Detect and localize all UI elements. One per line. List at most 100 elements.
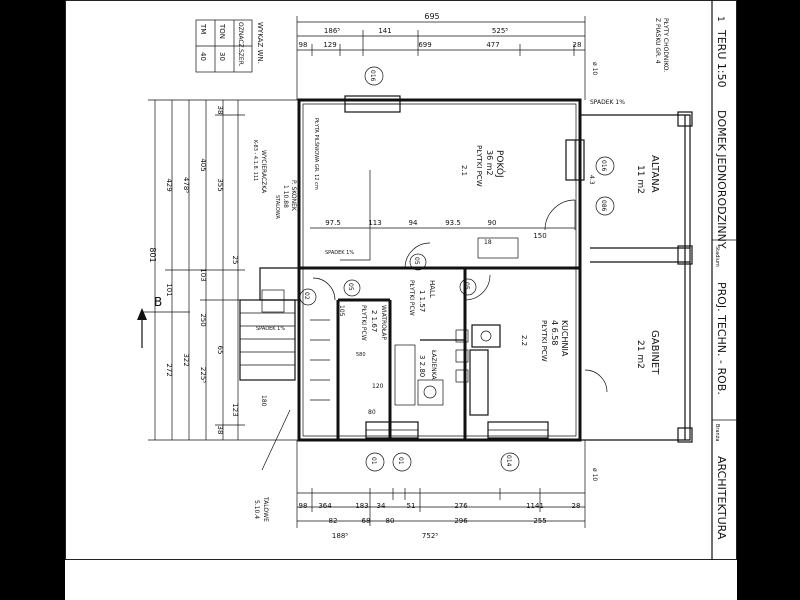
tag-5: 05 (347, 283, 354, 291)
note-plyta-pilsniowa: PŁYTA PILŚNIOWA GR. 12 cm (313, 118, 320, 190)
room-pokoj-name: POKÓJ (494, 150, 506, 178)
dim-bot1-f: 276 (454, 502, 468, 510)
dim-bot2-c: 80 (386, 517, 395, 525)
room-hall-area: 1 1.57 (418, 290, 426, 312)
dim-bot2-a: 82 (329, 517, 338, 525)
tags: 016 016 086 05 05 05 02 01 01 014 4.3 ø … (299, 62, 615, 481)
dim-left3-b: 322 (182, 353, 190, 366)
dim-top3-b: 129 (323, 41, 336, 49)
room-kuchnia-name: KUCHNIA (560, 320, 569, 357)
dim-inner-f: 150 (533, 232, 546, 240)
room-kuchnia-area: 4 6.58 (550, 320, 559, 345)
note-d105: 105 (338, 305, 345, 317)
room-hall-name: HALL (428, 280, 436, 298)
room-pokoj-floor: PŁYTKI PCW (475, 145, 483, 187)
dim-left2-a: 429 (165, 178, 173, 191)
note-p-skonek-3: STALOWA (274, 195, 280, 219)
dim-top3-e: 28 (573, 41, 582, 49)
dim-inner-a: 97.5 (325, 219, 341, 227)
titleblock-scale: TERU 1:50 (715, 29, 728, 88)
room-gabinet-area: 21 m2 (635, 340, 645, 369)
titleblock-proj: PROJ. TECHN. - ROB. (715, 282, 728, 395)
tag-3: 086 (600, 200, 607, 212)
room-pokoj-area: 36 m2 (485, 150, 494, 176)
doors (312, 199, 608, 393)
dim-top3-c: 699 (418, 41, 431, 49)
drawing-frame (65, 0, 737, 560)
walls (259, 98, 693, 443)
dim-left5-d: 65 (216, 346, 224, 355)
tag-11: 4.3 (588, 175, 595, 185)
note-talowe-num: 5.10.4 (253, 500, 260, 519)
fixtures (340, 170, 519, 416)
room-pokoj-mark: 2.1 (460, 165, 468, 176)
note-d80: 80 (368, 409, 376, 416)
diam-top: ø 10 (591, 62, 598, 75)
dim-left4-d: 225⁵ (199, 367, 207, 383)
tag-1: 016 (369, 70, 376, 82)
left-dimensions: 801 429 101 272 478⁵ 322 405 103 250 225… (148, 99, 300, 441)
dim-left4-b: 103 (199, 268, 207, 281)
tag-7: 02 (303, 292, 310, 300)
room-wiatrolap-floor: PŁYTKI PCW (360, 305, 367, 341)
dim-inner-d: 93.5 (445, 219, 461, 227)
tag-8: 01 (370, 457, 377, 465)
titleblock-number: 1 (715, 16, 725, 22)
legend-col2: SZER. (237, 49, 244, 67)
note-talowe: TALOWE (262, 496, 269, 522)
room-wiatrolap-area: 2 1.67 (370, 310, 378, 332)
room-labels: POKÓJ 36 m2 PŁYTKI PCW 2.1 ALTANA 11 m2 … (360, 145, 660, 380)
dim-inner-e: 90 (488, 219, 497, 227)
titleblock-branza: Branża (714, 424, 720, 441)
tag-4: 05 (413, 257, 420, 265)
dim-bot2-b: 68 (362, 517, 371, 525)
dim-left2-b: 101 (165, 283, 173, 296)
section-mark: B (154, 295, 162, 309)
room-altana-name: ALTANA (649, 155, 660, 193)
dim-bot3-b: 752⁵ (422, 532, 438, 540)
dim-left2-c: 272 (165, 363, 173, 376)
legend-heading: WYKAZ WN. (256, 22, 264, 64)
tag-6: 05 (463, 282, 470, 290)
dim-top2-c: 525⁵ (492, 27, 508, 35)
note-spadek-mid: SPADEK 1% (325, 250, 354, 256)
dim-bot2-e: 255 (533, 517, 546, 525)
dim-bot1-c: 183 (355, 502, 368, 510)
note-plyty-chodnik: PŁYTY CHODNIKO. (662, 18, 669, 72)
note-d18: 18 (484, 239, 492, 246)
dim-left5-b: 355 (216, 178, 224, 191)
dim-bot3-a: 188⁵ (332, 532, 348, 540)
top-dimensions: 695 186⁵ 141 525⁵ 98 129 699 477 28 (296, 12, 586, 100)
dim-top3-d: 477 (486, 41, 499, 49)
room-gabinet-name: GABINET (649, 330, 660, 375)
tag-9: 01 (397, 457, 404, 465)
dim-bot1-e: 51 (407, 502, 416, 510)
dim-left5-e: 123 (231, 403, 239, 416)
dim-top2-a: 186⁵ (324, 27, 340, 35)
dim-top2-b: 141 (378, 27, 391, 35)
inner-dimensions: 97.5 113 94 93.5 90 150 (310, 219, 575, 240)
diam-bottom: ø 10 (591, 468, 598, 481)
note-p-skonek: P. SKONEK (290, 180, 297, 212)
dim-left4-c: 250 (199, 313, 207, 326)
room-wiatrolap-name: WIATROŁAP (380, 305, 387, 340)
stairs (239, 289, 330, 401)
note-spadek-left: SPADEK 1% (256, 326, 285, 332)
room-hall-floor: PŁYTKI PCW (408, 280, 415, 316)
dim-left5-a: 38 (216, 106, 224, 115)
legend-col1: OZNACZ. (237, 22, 244, 50)
dim-left5-c: 25 (231, 256, 239, 265)
titleblock-stadium: Stadium (714, 246, 720, 267)
room-lazienka-name: ŁAZIENKA (430, 349, 437, 380)
room-lazienka-area: 3 2.80 (418, 355, 426, 377)
note-d580: 580 (356, 352, 366, 358)
tag-2: 016 (600, 160, 607, 172)
title-block: 1 TERU 1:50 DOMEK JEDNORODZINNY Stadium … (711, 0, 737, 560)
note-wycieraczka-2: K-83 - 4.1.8. 111 (252, 140, 258, 181)
dim-bot1-b: 364 (318, 502, 332, 510)
dim-left3-a: 478⁵ (182, 177, 190, 193)
room-kuchnia-floor: PŁYTKI PCW (540, 320, 548, 362)
legend-code-1: TON (218, 23, 226, 39)
section-arrow: B (137, 295, 190, 348)
